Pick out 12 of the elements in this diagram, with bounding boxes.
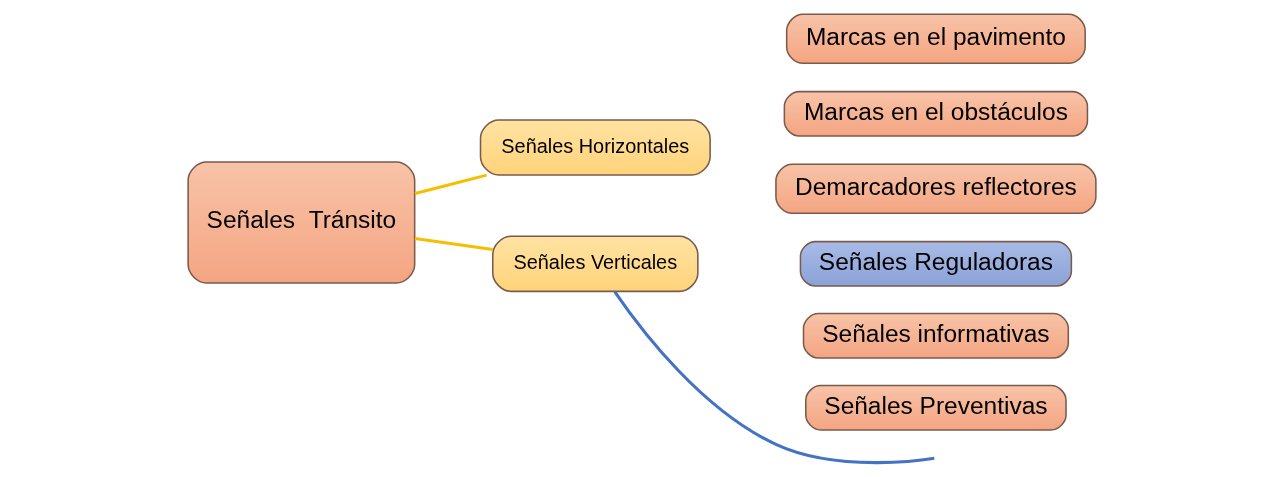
node-box: Señales Verticales <box>491 235 699 293</box>
node-box: Señales informativas <box>802 312 1069 359</box>
node-box: Señales Horizontales <box>479 119 711 176</box>
node-box: Marcas en el obstáculos <box>783 90 1088 137</box>
connector <box>414 236 493 251</box>
node-box: Señales Preventivas <box>804 384 1067 431</box>
node-box: Marcas en el pavimento <box>785 13 1086 65</box>
connector <box>613 290 935 465</box>
node-box: Señales Tránsito <box>186 161 415 284</box>
node-box: Demarcadores reflectores <box>774 163 1097 215</box>
connector <box>414 173 487 196</box>
node-box: Señales Reguladoras <box>799 240 1072 287</box>
